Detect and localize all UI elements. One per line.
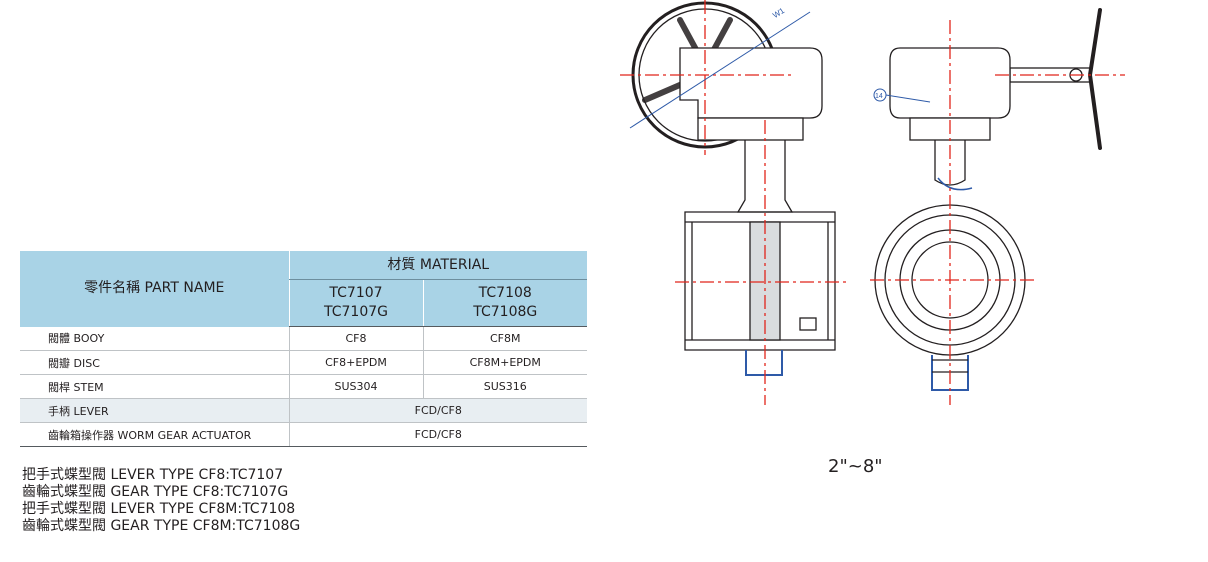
- leader-lines: [629, 11, 931, 129]
- valve-body-front: [684, 211, 836, 351]
- material-b: CF8M: [422, 326, 587, 351]
- type-note: 齒輪式蝶型閥 GEAR TYPE CF8M:TC7108G: [22, 518, 301, 534]
- material-a: CF8+EPDM: [288, 350, 423, 375]
- gearbox-base: [697, 117, 804, 141]
- material-b: SUS316: [422, 374, 587, 399]
- table-row: 閥體 BOOY CF8 CF8M: [20, 326, 587, 351]
- grade-a-line-1: TC7107: [329, 285, 383, 301]
- part-name: 閥體 BOOY: [20, 326, 289, 351]
- part-name: 閥桿 STEM: [20, 374, 289, 399]
- size-range-label: 2"~8": [828, 456, 883, 477]
- table-row: 閥桿 STEM SUS304 SUS316: [20, 374, 587, 399]
- material-a: SUS304: [288, 374, 423, 399]
- type-note: 齒輪式蝶型閥 GEAR TYPE CF8:TC7107G: [22, 484, 289, 500]
- grade-b-line-1: TC7108: [478, 285, 532, 301]
- material-b: CF8M+EPDM: [422, 350, 587, 375]
- type-notes: 把手式蝶型閥 LEVER TYPE CF8:TC7107 齒輪式蝶型閥 GEAR…: [22, 467, 300, 535]
- material-header: 材質 MATERIAL: [288, 251, 587, 280]
- part-name: 閥瓣 DISC: [20, 350, 289, 375]
- grade-b-line-2: TC7108G: [473, 304, 538, 320]
- table-row: 閥瓣 DISC CF8+EPDM CF8M+EPDM: [20, 350, 587, 375]
- grade-b-header: TC7108 TC7108G: [422, 279, 587, 327]
- handwheel-side: [1009, 8, 1102, 150]
- gearbox-front: [679, 47, 823, 119]
- materials-table: 零件名稱 PART NAME 材質 MATERIAL TC7107 TC7107…: [20, 251, 587, 447]
- part-name: 齒輪箱操作器 WORM GEAR ACTUATOR: [20, 422, 289, 447]
- valve-drawing: W1 14: [620, 0, 1125, 405]
- centerlines: [620, 0, 1125, 405]
- grade-a-line-2: TC7107G: [324, 304, 388, 320]
- label-14: 14: [875, 93, 883, 100]
- valve-neck-side: [934, 140, 966, 186]
- type-note: 把手式蝶型閥 LEVER TYPE CF8:TC7107: [22, 467, 284, 483]
- material-both: FCD/CF8: [288, 398, 587, 423]
- material-a: CF8: [288, 326, 423, 351]
- label-w1: W1: [771, 6, 786, 20]
- part-name-header: 零件名稱 PART NAME: [20, 251, 289, 327]
- grade-a-header: TC7107 TC7107G: [288, 279, 423, 327]
- part-name: 手柄 LEVER: [20, 398, 289, 423]
- type-note: 把手式蝶型閥 LEVER TYPE CF8M:TC7108: [22, 501, 296, 517]
- table-row: 手柄 LEVER FCD/CF8: [20, 398, 587, 423]
- material-both: FCD/CF8: [288, 422, 587, 447]
- table-row: 齒輪箱操作器 WORM GEAR ACTUATOR FCD/CF8: [20, 422, 587, 447]
